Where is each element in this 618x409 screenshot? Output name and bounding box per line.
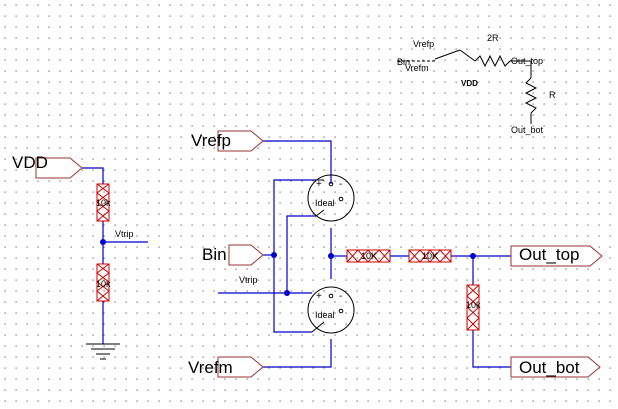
port-bin[interactable]: Bin xyxy=(202,244,264,266)
resistor-value-label: 10k xyxy=(96,198,111,208)
comparator-top[interactable]: + - Ideal xyxy=(307,174,355,222)
junctions xyxy=(100,239,476,296)
resistor-value-label: 10k xyxy=(466,300,481,310)
junction-dot xyxy=(271,252,277,258)
port-label: VDD xyxy=(12,153,48,172)
port-out-bot[interactable]: Out_bot xyxy=(510,356,601,378)
resistor-r-series2[interactable]: 10K xyxy=(408,249,452,263)
port-label: Vrefp xyxy=(191,131,231,150)
net-label-vtrip-mid: Vtrip xyxy=(239,275,258,285)
inset-switch-arm xyxy=(434,49,461,60)
port-vrefp[interactable]: Vrefp xyxy=(191,130,264,152)
comparator-label: Ideal xyxy=(315,310,335,320)
comparator-label: Ideal xyxy=(315,198,335,208)
junction-dot xyxy=(100,239,106,245)
comparator-minus-sign: - xyxy=(339,179,342,190)
comparator-plus-sign: + xyxy=(316,291,322,302)
inset-vrefp-label: Vrefp xyxy=(413,39,434,49)
inset-vdd-label: VDD xyxy=(461,79,478,88)
inset-out-bot-label: Out_bot xyxy=(511,125,544,135)
resistor-r-lower[interactable]: 10k xyxy=(96,263,111,302)
inset-2r-label: 2R xyxy=(487,33,499,43)
port-label: Bin xyxy=(202,245,227,264)
wire-vrefm xyxy=(263,339,332,368)
resistor-r-shunt[interactable]: 10k xyxy=(466,284,481,331)
inset-resistor-r xyxy=(524,77,538,114)
inset-bin-label: Bin xyxy=(397,57,410,67)
port-label: Out_bot xyxy=(519,358,580,377)
resistor-value-label: 10K xyxy=(361,251,377,261)
port-label: Vrefm xyxy=(188,358,233,377)
junction-dot xyxy=(328,253,334,259)
wire-vdd xyxy=(82,167,104,184)
inset-switch-lead xyxy=(459,49,476,62)
wire-vrefp xyxy=(263,140,332,184)
inset-out-top-label: Out_top xyxy=(511,56,543,66)
comparator-bottom[interactable]: + - Ideal xyxy=(307,286,355,334)
port-out-top[interactable]: Out_top xyxy=(510,245,603,267)
port-label: Out_top xyxy=(519,245,580,264)
inset-vrefm-label: Vrefm xyxy=(405,63,429,73)
resistor-r-upper[interactable]: 10k xyxy=(96,183,111,222)
resistor-value-label: 10K xyxy=(422,251,438,261)
wire-shunt-bottom xyxy=(472,330,511,368)
resistor-value-label: 10k xyxy=(96,279,111,289)
comparator-plus-sign: + xyxy=(316,179,322,190)
net-label-vtrip-left: Vtrip xyxy=(115,229,134,239)
resistor-r-series1[interactable]: 10K xyxy=(346,249,391,263)
junction-dot xyxy=(284,290,290,296)
inset-resistor-2r xyxy=(474,54,511,68)
port-vdd[interactable]: VDD xyxy=(12,153,83,179)
wire-top-minus xyxy=(286,215,316,294)
port-vrefm[interactable]: Vrefm xyxy=(188,356,264,378)
inset-symbol[interactable]: Vrefp Bin Vrefm 2R Out_top VDD R Out_bot xyxy=(397,33,556,135)
ground-symbol xyxy=(86,343,120,360)
inset-r-label: R xyxy=(549,90,556,100)
junction-dot xyxy=(470,253,476,259)
comparator-minus-sign: - xyxy=(339,291,342,302)
